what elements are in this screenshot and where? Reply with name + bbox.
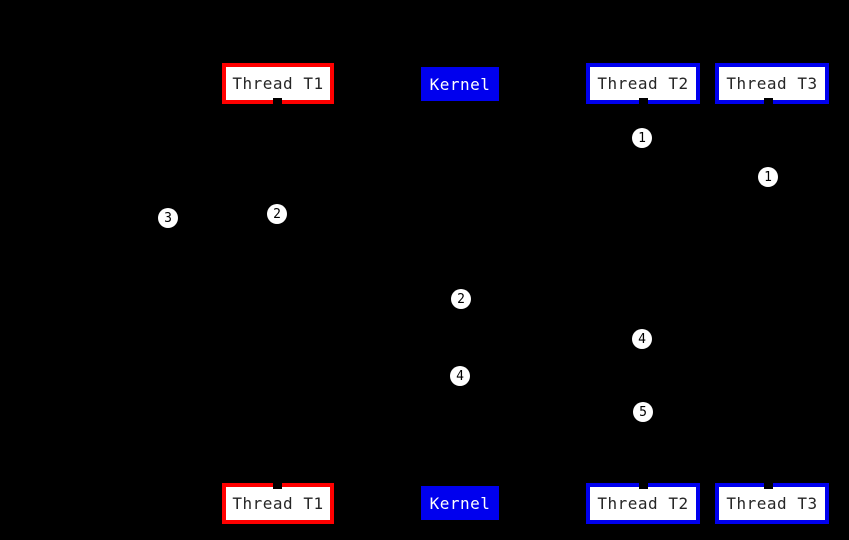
step-circle: 4 — [632, 329, 652, 349]
step-circle: 3 — [158, 208, 178, 228]
lifeline-stub-t1-top — [273, 98, 282, 105]
step-circle: 2 — [267, 204, 287, 224]
node-kernel-bottom: Kernel — [421, 486, 499, 520]
step-number: 1 — [764, 169, 772, 185]
node-thread-t2-bottom: Thread T2 — [586, 483, 700, 524]
step-circle: 5 — [633, 402, 653, 422]
node-label: Thread T3 — [726, 74, 818, 93]
node-thread-t1-bottom: Thread T1 — [222, 483, 334, 524]
step-number: 4 — [638, 331, 646, 347]
node-thread-t3-top: Thread T3 — [715, 63, 829, 104]
step-number: 2 — [273, 206, 281, 222]
node-label: Kernel — [429, 493, 491, 513]
lifeline-stub-t2-top — [639, 98, 648, 105]
lifeline-stub-t3-bottom — [764, 482, 773, 489]
step-number: 2 — [457, 291, 465, 307]
step-circle: 1 — [632, 128, 652, 148]
step-number: 3 — [164, 210, 172, 226]
node-label: Thread T1 — [232, 74, 324, 93]
node-label: Kernel — [429, 74, 491, 94]
node-label: Thread T3 — [726, 494, 818, 513]
step-circle: 1 — [758, 167, 778, 187]
lifeline-stub-t1-bottom — [273, 482, 282, 489]
node-kernel-top: Kernel — [421, 67, 499, 101]
step-number: 4 — [456, 368, 464, 384]
lifeline-stub-t2-bottom — [639, 482, 648, 489]
node-label: Thread T2 — [597, 494, 689, 513]
lifeline-stub-t3-top — [764, 98, 773, 105]
node-label: Thread T1 — [232, 494, 324, 513]
step-number: 1 — [638, 130, 646, 146]
step-circle: 2 — [451, 289, 471, 309]
node-thread-t3-bottom: Thread T3 — [715, 483, 829, 524]
step-circle: 4 — [450, 366, 470, 386]
node-label: Thread T2 — [597, 74, 689, 93]
step-number: 5 — [639, 404, 647, 420]
